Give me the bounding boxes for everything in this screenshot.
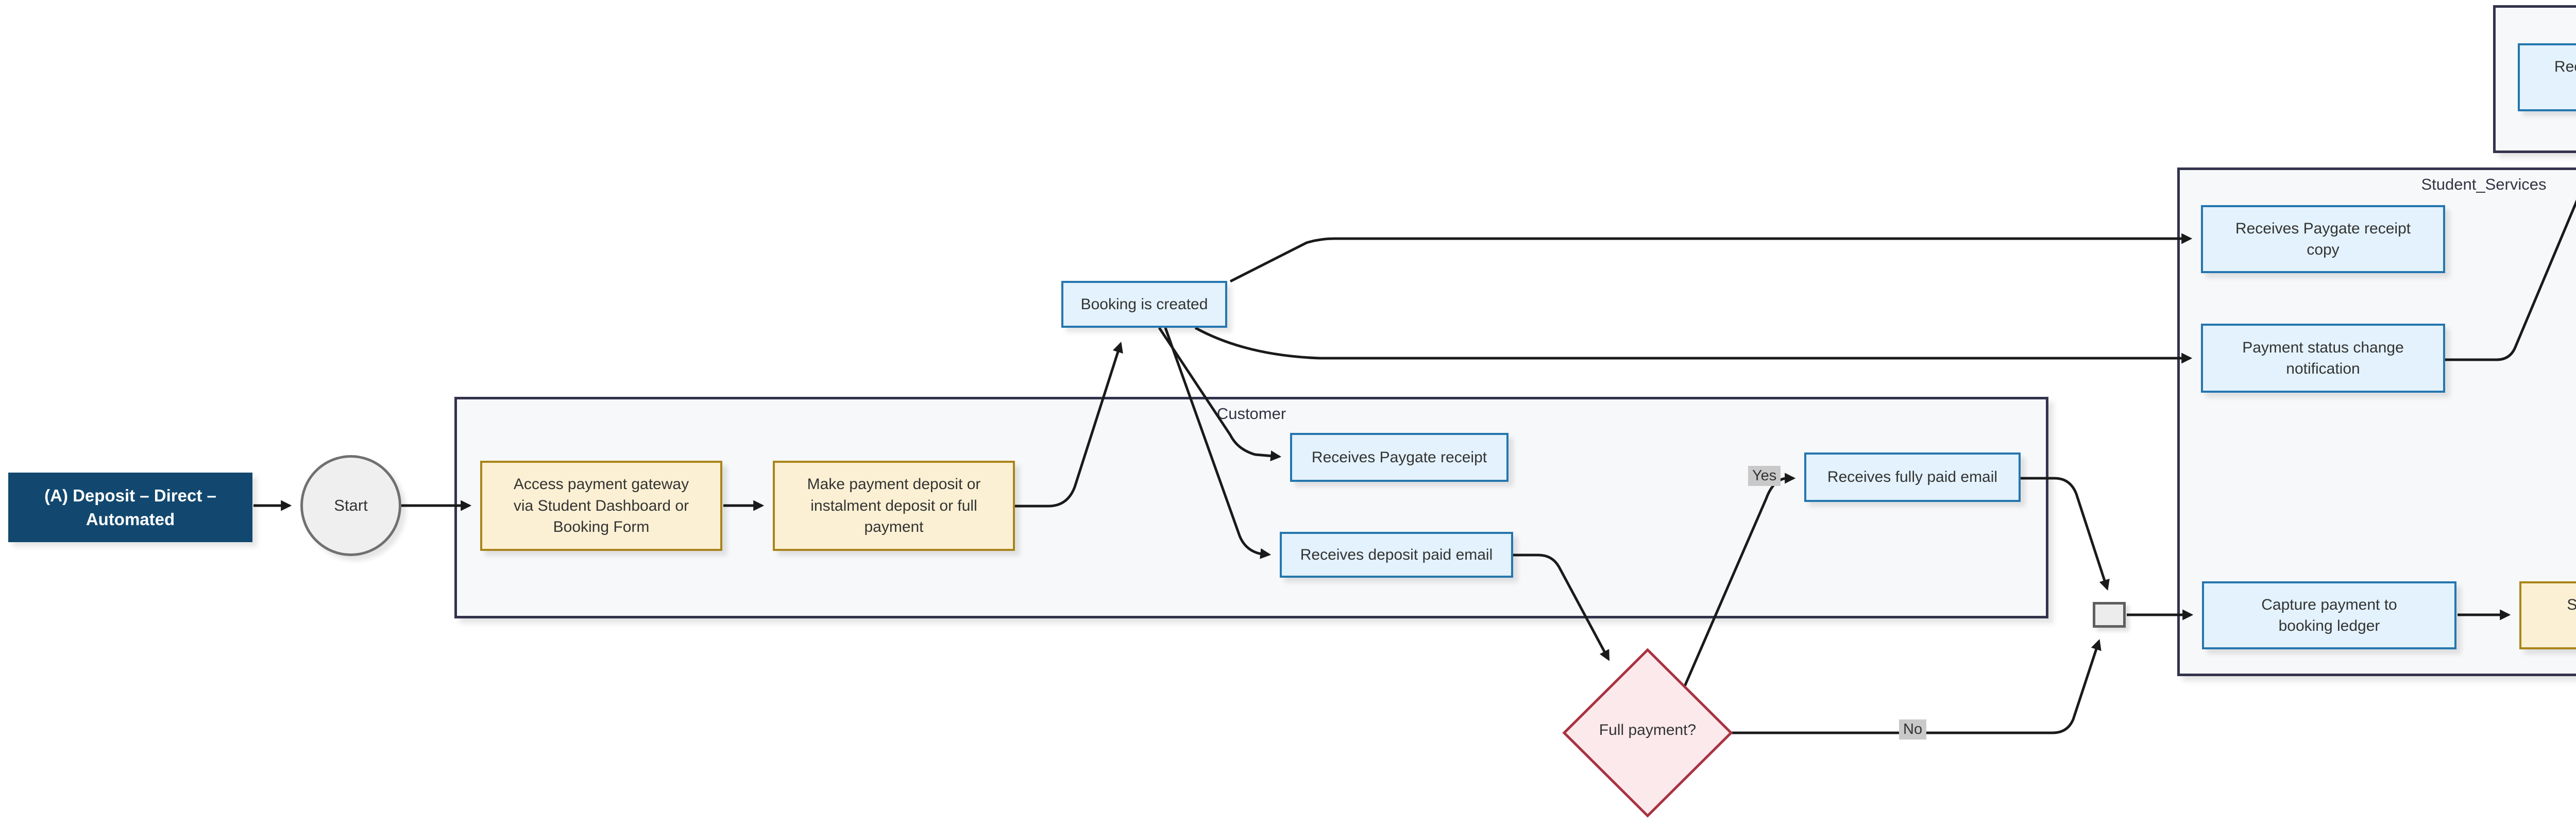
edge-booking-to-receipt-copy (1229, 233, 2193, 283)
junction-square (2093, 602, 2126, 628)
edge-label-no: No (1899, 719, 1927, 740)
node-payment-status-change: Payment status change notification (2201, 324, 2445, 393)
node-owner-notification: Receives payment status notification (2518, 43, 2576, 111)
edge-booking-to-status-change (1194, 326, 2193, 364)
node-receives-fully-paid-email: Receives fully paid email (1804, 452, 2021, 502)
node-set-booking-status: Set booking status to CONFIRMED (2519, 581, 2576, 649)
edge-make-to-booking (1015, 341, 1123, 508)
edge-label-yes: Yes (1748, 466, 1781, 486)
edge-status-change-to-owner (2445, 199, 2576, 361)
edge-decision-no-to-junction (1732, 639, 2102, 734)
edge-deposit-email-to-decision (1513, 553, 1610, 661)
start-node: Start (300, 455, 401, 556)
edge-decision-yes-to-fully-paid (1682, 473, 1796, 689)
node-access-payment-gateway: Access payment gateway via Student Dashb… (480, 461, 722, 551)
node-receives-deposit-paid-email: Receives deposit paid email (1280, 532, 1513, 578)
decision-label: Full payment? (1599, 722, 1697, 739)
decision-diamond (1562, 648, 1733, 818)
process-title-node: (A) Deposit – Direct – Automated (8, 473, 252, 542)
container-customer-label: Customer (1216, 405, 1286, 423)
node-capture-payment: Capture payment to booking ledger (2202, 581, 2456, 649)
node-make-payment: Make payment deposit or instalment depos… (773, 461, 1015, 551)
edge-booking-to-deposit-email (1164, 327, 1272, 559)
container-student-services-label: Student_Services (2421, 175, 2547, 193)
edge-booking-to-receipt (1158, 327, 1282, 462)
node-receives-paygate-receipt: Receives Paygate receipt (1290, 433, 1509, 482)
edge-fully-paid-to-junction (2021, 477, 2110, 591)
node-receives-paygate-receipt-copy: Receives Paygate receipt copy (2201, 205, 2445, 273)
node-booking-created: Booking is created (1061, 281, 1227, 328)
